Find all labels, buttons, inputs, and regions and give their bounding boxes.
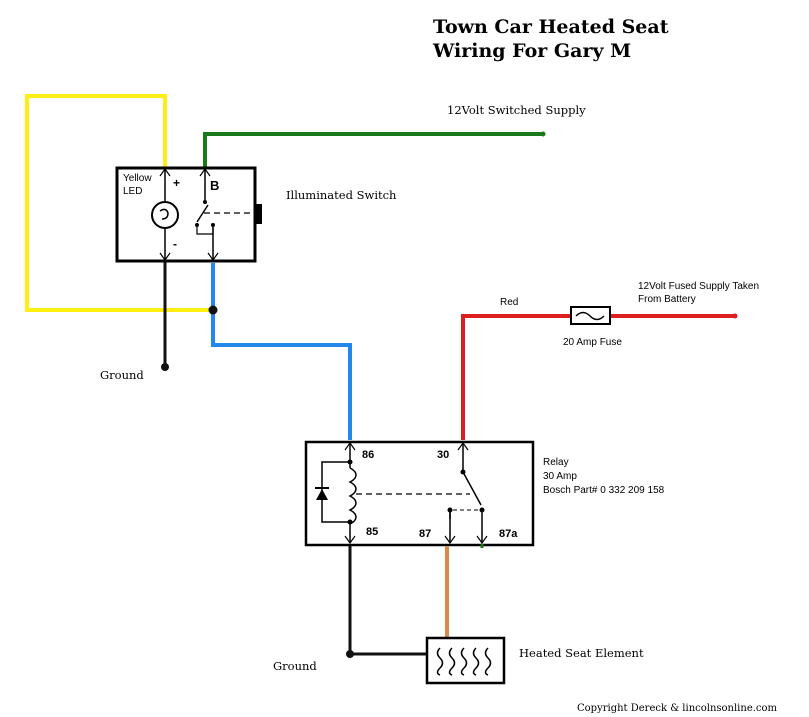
green-wire — [203, 132, 543, 168]
fuse-link-icon — [575, 311, 605, 321]
yellow-wire — [25, 94, 213, 312]
heated-seat-element-label: Heated Seat Element — [519, 646, 644, 660]
b-terminal-arrow — [199, 167, 211, 177]
relay-label-line3: Bosch Part# 0 332 209 158 — [543, 485, 665, 496]
switch-contact-left — [195, 223, 199, 227]
red-wire-end — [732, 313, 738, 319]
minus-terminal-label: - — [173, 237, 177, 251]
blue-wire — [211, 263, 352, 440]
lower-ground-node — [346, 650, 354, 658]
diode-icon — [316, 489, 328, 500]
title-line1: Town Car Heated Seat — [433, 16, 669, 38]
pin-85-arrow — [344, 535, 356, 545]
fused-supply-label-line2: From Battery — [638, 294, 696, 305]
led-label-line2: LED — [123, 186, 142, 197]
pin-87a-label: 87a — [499, 528, 518, 540]
led-label-line1: Yellow — [123, 173, 152, 184]
pin-30-arrow — [457, 441, 469, 451]
led-bulb-icon — [151, 201, 179, 229]
copyright-text: Copyright Dereck & lincolnsonline.com — [577, 703, 778, 714]
pin-86-arrow — [344, 441, 356, 451]
plus-terminal-label: + — [173, 176, 180, 190]
fused-supply-label-line1: 12Volt Fused Supply Taken — [638, 281, 759, 292]
switch-rocker — [255, 204, 262, 224]
relay-coil-icon — [348, 467, 357, 525]
pin-30-label: 30 — [437, 449, 449, 461]
relay-label-line1: Relay — [543, 457, 569, 468]
green-wire-end — [540, 131, 546, 137]
red-wire — [461, 314, 571, 440]
title-line2: Wiring For Gary M — [432, 40, 631, 62]
switch-contact-top — [203, 200, 207, 204]
heated-seat-element-box — [425, 636, 506, 685]
plus-terminal-arrow — [159, 167, 171, 177]
switched-supply-label: 12Volt Switched Supply — [447, 103, 586, 117]
pin-87-arrow — [444, 535, 456, 545]
lower-ground-wire — [348, 546, 427, 656]
pin-86-label: 86 — [362, 449, 374, 461]
b-terminal-label: B — [210, 178, 219, 193]
lower-ground-label: Ground — [273, 659, 317, 673]
pin-85-label: 85 — [366, 526, 378, 538]
led-filament-icon — [159, 208, 169, 220]
pin-87a-arrow — [476, 535, 488, 545]
relay-label-line2: 30 Amp — [543, 471, 577, 482]
switch-output-arrow — [207, 252, 219, 262]
relay-contact-lever — [462, 471, 482, 506]
heating-coil-icon — [436, 647, 492, 676]
minus-terminal-arrow — [159, 252, 171, 262]
illuminated-switch-label: Illuminated Switch — [286, 188, 397, 202]
switch-contact-right — [211, 223, 215, 227]
upper-ground-label: Ground — [100, 368, 144, 382]
blue-yellow-junction — [208, 305, 218, 315]
pin-87-label: 87 — [419, 528, 431, 540]
switch-lever — [196, 204, 209, 223]
red-wire-label: Red — [500, 297, 518, 308]
upper-ground-node — [161, 363, 169, 371]
fuse-label: 20 Amp Fuse — [563, 337, 622, 348]
